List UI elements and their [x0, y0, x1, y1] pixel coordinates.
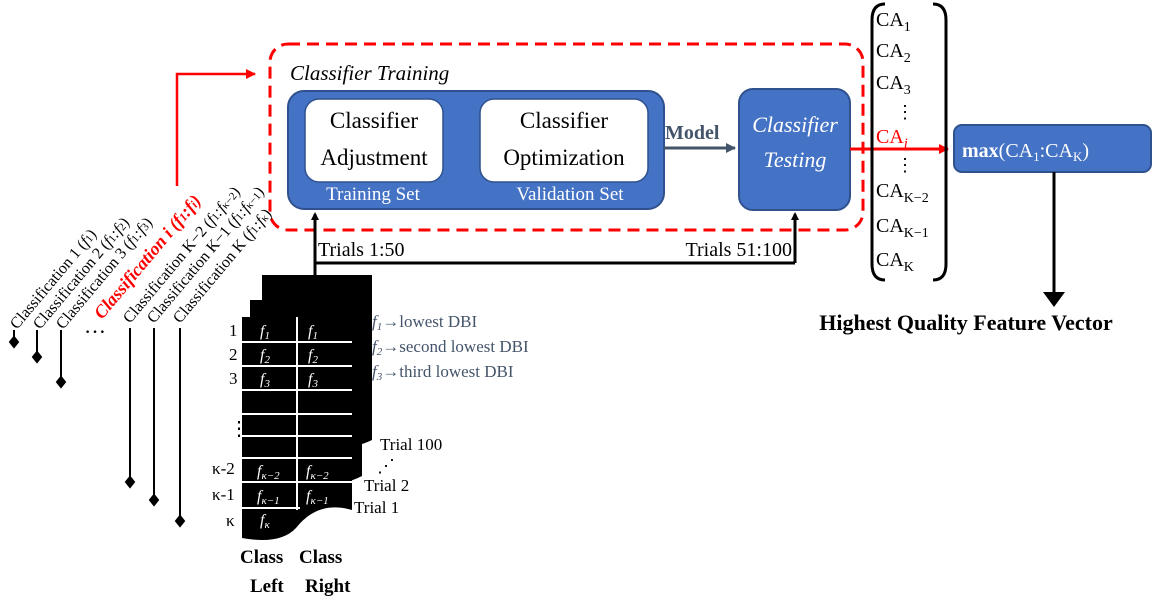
adjustment-box — [304, 98, 444, 183]
testing-label-2: Testing — [764, 147, 827, 172]
testing-label-1: Classifier — [752, 112, 838, 137]
classification-labels: Classification 1 (f1) Classification 2 (… — [7, 184, 275, 333]
svg-text:f3: f3 — [260, 371, 270, 390]
training-set-label: Training Set — [326, 184, 421, 205]
trial-dots: ⋰ — [377, 456, 395, 476]
svg-text:f2: f2 — [308, 347, 318, 366]
svg-text:f1: f1 — [260, 323, 270, 342]
svg-text:Class: Class — [240, 547, 283, 568]
svg-text:fκ−2: fκ−2 — [257, 463, 280, 482]
ca-k-2: CAK−2 — [876, 180, 929, 206]
svg-text:fκ: fκ — [260, 512, 270, 531]
classification-stems — [8, 328, 186, 528]
svg-text:fκ−1: fκ−1 — [257, 488, 280, 507]
feature-table-row-labels: 1 2 3 ⋮ κ-2 κ-1 κ — [212, 321, 249, 530]
trials-right-label: Trials 51:100 — [685, 239, 792, 261]
classification-ellipsis: … — [84, 313, 106, 338]
svg-text:fκ−2: fκ−2 — [306, 463, 329, 482]
optimization-box — [479, 98, 649, 183]
ca-dots-1: ⋮ — [896, 102, 914, 122]
legend-f2: f2→second lowest DBI — [372, 337, 529, 358]
svg-text:2: 2 — [229, 345, 238, 364]
trial-2-label: Trial 2 — [364, 476, 409, 495]
svg-text:f2: f2 — [260, 347, 270, 366]
feature-legend: f1→lowest DBI f2→second lowest DBI f3→th… — [372, 312, 529, 383]
legend-f1: f1→lowest DBI — [372, 312, 477, 333]
feature-table-cells: f1 f1 f2 f2 f3 f3 fκ−2 fκ−2 fκ−1 fκ−1 fκ — [257, 323, 329, 531]
ca-k: CAK — [876, 249, 914, 275]
svg-text:1: 1 — [229, 321, 238, 340]
trial-100-label: Trial 100 — [380, 435, 442, 454]
svg-text:⋮: ⋮ — [229, 418, 249, 440]
svg-text:f3: f3 — [308, 371, 318, 390]
training-title: Classifier Training — [290, 61, 449, 85]
ca-i: CAi — [876, 126, 908, 152]
svg-text:Right: Right — [305, 576, 351, 597]
ca-list: CA1 CA2 CA3 ⋮ CAi ⋮ CAK−2 CAK−1 CAK — [876, 9, 929, 275]
ca-left-paren — [870, 2, 886, 282]
ca-3: CA3 — [876, 72, 911, 98]
class-column-labels: Class Class Left Right — [240, 547, 351, 597]
model-label: Model — [665, 122, 720, 144]
classification-2: Classification 2 (f1:f2) — [30, 214, 133, 332]
ca-2: CA2 — [876, 40, 911, 66]
trials-left-label: Trials 1:50 — [318, 239, 405, 261]
max-to-result-arrowhead — [1043, 292, 1065, 307]
trial-1-label: Trial 1 — [354, 498, 399, 517]
svg-text:Left: Left — [250, 576, 284, 597]
ca-k-1: CAK−1 — [876, 215, 929, 241]
svg-text:3: 3 — [229, 369, 238, 388]
optimization-label-1: Classifier — [520, 108, 608, 133]
adjustment-label-2: Adjustment — [320, 145, 428, 170]
classification-i-arrow — [175, 69, 256, 186]
legend-f3: f3→third lowest DBI — [372, 362, 514, 383]
adjustment-label-1: Classifier — [330, 108, 418, 133]
ca-1: CA1 — [876, 9, 911, 35]
ca-right-paren — [932, 2, 948, 282]
trial-stack — [242, 275, 372, 541]
svg-text:f1: f1 — [308, 323, 318, 342]
validation-set-label: Validation Set — [516, 184, 624, 205]
svg-text:κ-1: κ-1 — [212, 485, 235, 504]
classification-k-1: Classification K−1 (f1:fκ−1) — [144, 184, 268, 327]
svg-text:κ-2: κ-2 — [212, 459, 235, 478]
max-label: max(CA1:CAK) — [962, 140, 1089, 164]
svg-text:κ: κ — [226, 511, 235, 530]
optimization-label-2: Optimization — [503, 145, 625, 170]
result-label: Highest Quality Feature Vector — [819, 310, 1113, 335]
svg-text:Class: Class — [299, 547, 342, 568]
ca-dots-2: ⋮ — [896, 155, 914, 175]
svg-text:fκ−1: fκ−1 — [306, 488, 329, 507]
